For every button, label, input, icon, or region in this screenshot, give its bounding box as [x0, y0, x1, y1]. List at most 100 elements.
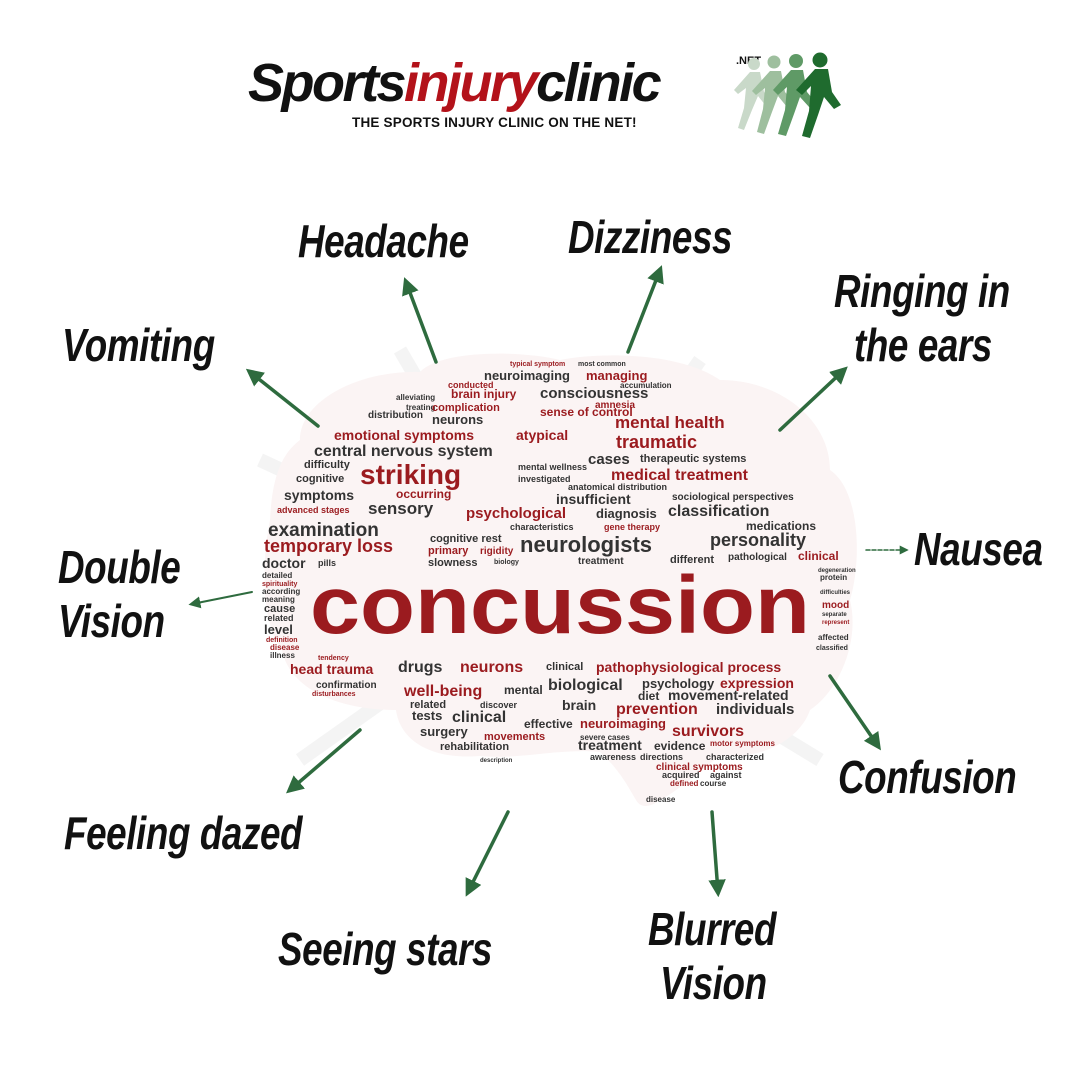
wc-word: cognitive	[296, 473, 344, 485]
logo-brand-sports: Sports	[248, 53, 407, 113]
logo-tagline: THE SPORTS INJURY CLINIC ON THE NET!	[352, 115, 637, 130]
wc-word: neurons	[432, 412, 483, 427]
wc-word: traumatic	[616, 432, 697, 452]
site-logo: Sportsinjuryclinic .NET THE SPORTS INJUR…	[248, 50, 848, 140]
logo-brand-clinic: clinic	[536, 53, 662, 113]
symptom-ringing-line1: Ringing in	[834, 265, 1010, 317]
concussion-title: concussion	[310, 560, 810, 651]
wc-word: cognitive rest	[430, 533, 502, 545]
wc-word: directions	[640, 752, 683, 762]
wc-word: accumulation	[620, 381, 672, 390]
wc-word: represent	[822, 620, 849, 626]
word-cloud-upper: typical symptom most common neuroimaging…	[262, 361, 839, 571]
wc-word: classification	[668, 503, 769, 520]
wc-word: emotional symptoms	[334, 427, 474, 443]
arrow-blurred-vision	[708, 810, 726, 898]
wc-word: occurring	[396, 487, 451, 501]
wc-word: characterized	[706, 752, 764, 762]
wc-word: individuals	[716, 701, 794, 718]
wc-word: doctor	[262, 555, 306, 571]
wc-word: difficulty	[304, 459, 351, 471]
wc-word: against	[710, 770, 742, 780]
wc-word: disturbances	[312, 691, 356, 698]
wc-word: treating	[406, 403, 435, 412]
wc-word: acquired	[662, 770, 700, 780]
symptom-vomiting: Vomiting	[62, 319, 215, 371]
wc-word: difficulties	[820, 590, 851, 596]
wc-word: medical treatment	[611, 467, 749, 484]
wc-word: survivors	[672, 723, 744, 740]
wc-word: well-being	[403, 683, 482, 700]
wc-word: definition	[266, 637, 298, 644]
wc-word: sensory	[368, 499, 434, 518]
wc-word: head trauma	[290, 661, 373, 677]
wc-word: discover	[480, 700, 518, 710]
symptom-dizziness: Dizziness	[568, 211, 733, 263]
wc-word: brain injury	[451, 387, 517, 401]
wc-word: typical symptom	[510, 361, 565, 368]
symptom-blurred-line2: Vision	[660, 957, 767, 1009]
wc-word: consciousness	[540, 385, 648, 402]
wc-word: therapeutic systems	[640, 453, 746, 465]
wc-word: separate	[822, 612, 847, 618]
wc-word: diet	[638, 689, 659, 703]
wc-word: neurons	[460, 659, 523, 676]
wc-word: cases	[588, 451, 630, 468]
wc-word: protein	[820, 573, 847, 582]
symptom-headache: Headache	[298, 215, 469, 267]
wc-word: neuroimaging	[484, 368, 570, 383]
word-cloud-left: detailed spirituality according meaning …	[262, 571, 300, 652]
wc-word: atypical	[516, 427, 568, 443]
wc-word: managing	[586, 368, 647, 383]
wc-word: according	[262, 587, 300, 596]
wc-word: movements	[484, 731, 545, 743]
wc-word: central nervous system	[314, 443, 493, 460]
symptom-nausea: Nausea	[914, 523, 1043, 575]
wc-word: expression	[720, 675, 794, 691]
arrow-confusion	[828, 674, 881, 751]
wc-word: disease	[646, 795, 676, 804]
symptom-double-line1: Double	[58, 541, 181, 593]
wc-word: disease	[270, 643, 300, 652]
wc-word: mood	[822, 600, 849, 611]
wc-word: investigated	[518, 474, 571, 484]
arrow-headache	[402, 277, 438, 364]
wc-word: brain	[562, 697, 596, 713]
wc-word: tendency	[318, 655, 349, 662]
arrow-feeling-dazed	[286, 728, 362, 794]
wc-word: most common	[578, 361, 626, 368]
symptom-arrows	[188, 265, 909, 898]
wc-word: related	[410, 699, 446, 711]
wc-word: motor symptoms	[710, 739, 775, 748]
wc-word: striking	[360, 459, 461, 490]
wc-word: surgery	[420, 724, 468, 739]
wc-word: meaning	[262, 595, 295, 604]
wc-word: illness	[270, 651, 295, 660]
wc-word: medications	[746, 519, 816, 533]
wc-word: anatomical distribution	[568, 482, 667, 492]
arrow-double-vision	[188, 591, 253, 609]
symptom-confusion: Confusion	[838, 751, 1017, 803]
arrow-ringing	[778, 366, 848, 432]
wc-word: mental health	[615, 413, 725, 432]
wc-word: defined	[670, 779, 699, 788]
wc-word: characteristics	[510, 522, 574, 532]
wc-word: primary	[428, 545, 469, 557]
wc-word: clinical	[452, 709, 506, 726]
arrow-dizziness	[626, 265, 664, 354]
wc-word: degeneration	[818, 568, 856, 574]
wc-word: diagnosis	[596, 506, 657, 521]
wc-word: biological	[548, 677, 623, 694]
wc-word: clinical	[798, 549, 839, 563]
wc-word: rigidity	[480, 546, 514, 557]
wc-word: mental	[504, 683, 543, 697]
symptom-double-line2: Vision	[58, 595, 165, 647]
wc-word: cause	[264, 603, 295, 615]
wc-word: sense of control	[540, 405, 633, 419]
wc-word: treatment	[578, 556, 624, 567]
wc-word: severe cases	[580, 733, 630, 742]
wc-word: conducted	[448, 380, 494, 390]
wc-word: neurologists	[520, 532, 652, 557]
wc-word: drugs	[398, 659, 443, 676]
